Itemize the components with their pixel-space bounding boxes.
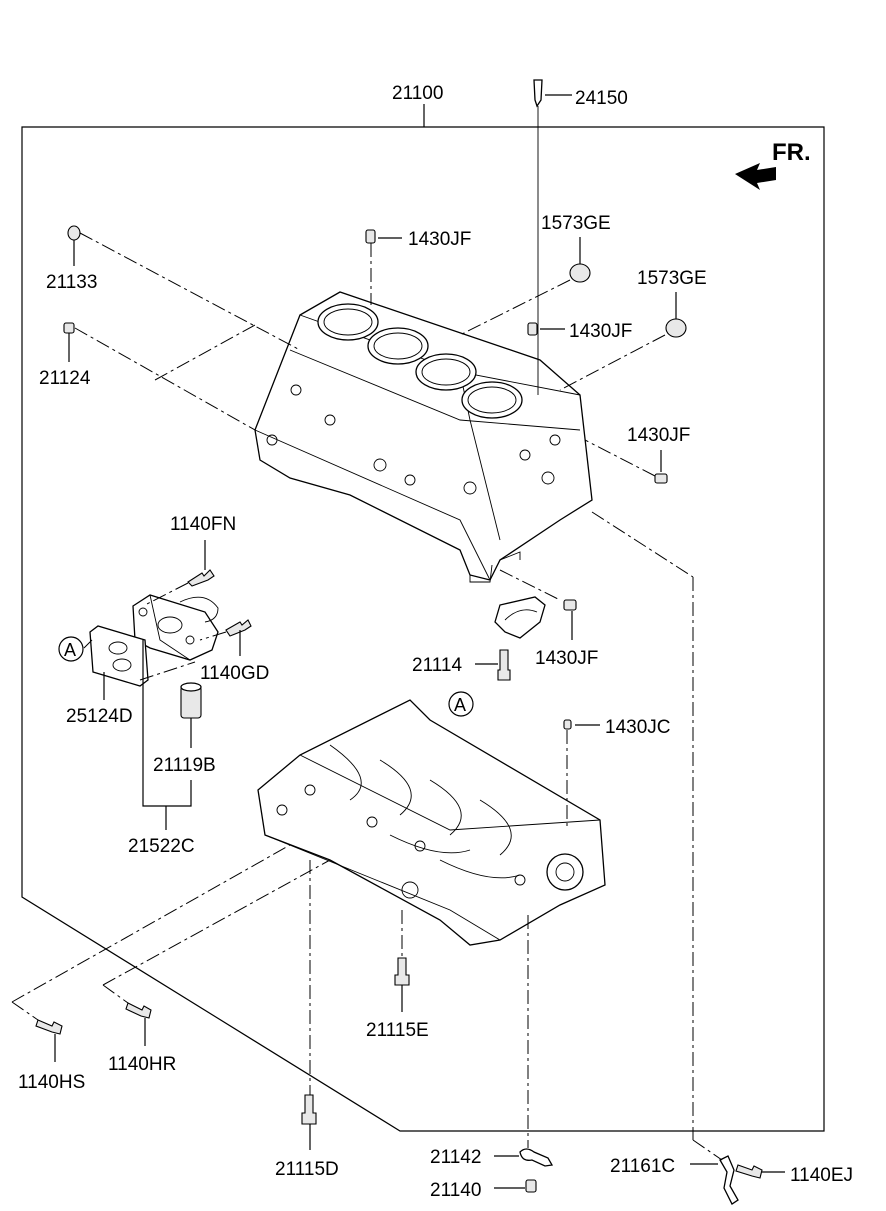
label-21124: 21124 (39, 368, 91, 389)
label-1430jf-middle: 1430JF (569, 321, 632, 342)
label-21115e: 21115E (366, 1020, 429, 1041)
callout-a-right-letter: A (454, 695, 466, 715)
label-1430jf-right: 1430JF (627, 425, 690, 446)
label-1573ge-first: 1573GE (541, 213, 611, 234)
oil-filter-plug (180, 682, 202, 719)
bolt-1140gd (225, 619, 252, 637)
bolt-1140fn (187, 569, 215, 587)
assembly-boundary (21, 126, 825, 1132)
dowel-pin-5 (563, 719, 572, 730)
label-21119b: 21119B (153, 755, 216, 776)
cup-plug-2 (665, 318, 687, 338)
dowel-pin-2 (527, 322, 538, 336)
label-21115d: 21115D (275, 1159, 339, 1180)
label-1573ge-second: 1573GE (637, 268, 707, 289)
plug-21140 (525, 1179, 537, 1193)
label-21161c: 21161C (610, 1156, 675, 1177)
label-24150: 24150 (575, 88, 628, 109)
label-1430jc: 1430JC (605, 717, 671, 738)
label-1140ej: 1140EJ (790, 1165, 853, 1186)
label-21114: 21114 (412, 655, 462, 676)
label-21140: 21140 (430, 1180, 481, 1201)
callout-a-right: A (448, 691, 474, 717)
label-1430jf-bottom: 1430JF (535, 648, 598, 669)
callout-a-left: A (58, 636, 84, 662)
bolt-21115d (301, 1094, 317, 1125)
bracket-21142 (519, 1148, 554, 1167)
cylinder-block (254, 291, 593, 583)
plug-21133 (67, 225, 81, 241)
dipstick-guide (533, 79, 543, 395)
label-25124d: 25124D (66, 706, 133, 727)
front-label: FR. (772, 139, 811, 166)
label-1140gd: 1140GD (200, 663, 269, 684)
label-1430jf-top: 1430JF (408, 229, 471, 250)
dowel-pin-3 (654, 473, 668, 484)
label-1140hr: 1140HR (108, 1054, 176, 1075)
label-21133: 21133 (46, 272, 97, 293)
bolt-1140hr (125, 1002, 152, 1019)
oil-filter-gasket (89, 625, 149, 687)
bracket-21161c (719, 1155, 739, 1205)
bolt-1140hs (35, 1019, 63, 1035)
front-arrow-icon (735, 163, 776, 190)
pin-21124 (63, 322, 75, 334)
cup-plug-1 (569, 263, 591, 283)
bolt-21115e (394, 957, 410, 986)
dowel-pin-1 (365, 229, 376, 244)
lower-crankcase (257, 699, 606, 946)
label-1140hs: 1140HS (18, 1072, 85, 1093)
bolt-21114 (497, 649, 511, 681)
bolt-1140ej (735, 1164, 763, 1179)
label-21100: 21100 (392, 83, 443, 104)
dowel-pin-4 (563, 599, 577, 611)
label-1140fn: 1140FN (170, 514, 236, 535)
callout-a-left-letter: A (64, 640, 76, 660)
label-21522c: 21522C (128, 836, 195, 857)
label-21142: 21142 (430, 1147, 481, 1168)
bearing-cap (494, 596, 546, 639)
